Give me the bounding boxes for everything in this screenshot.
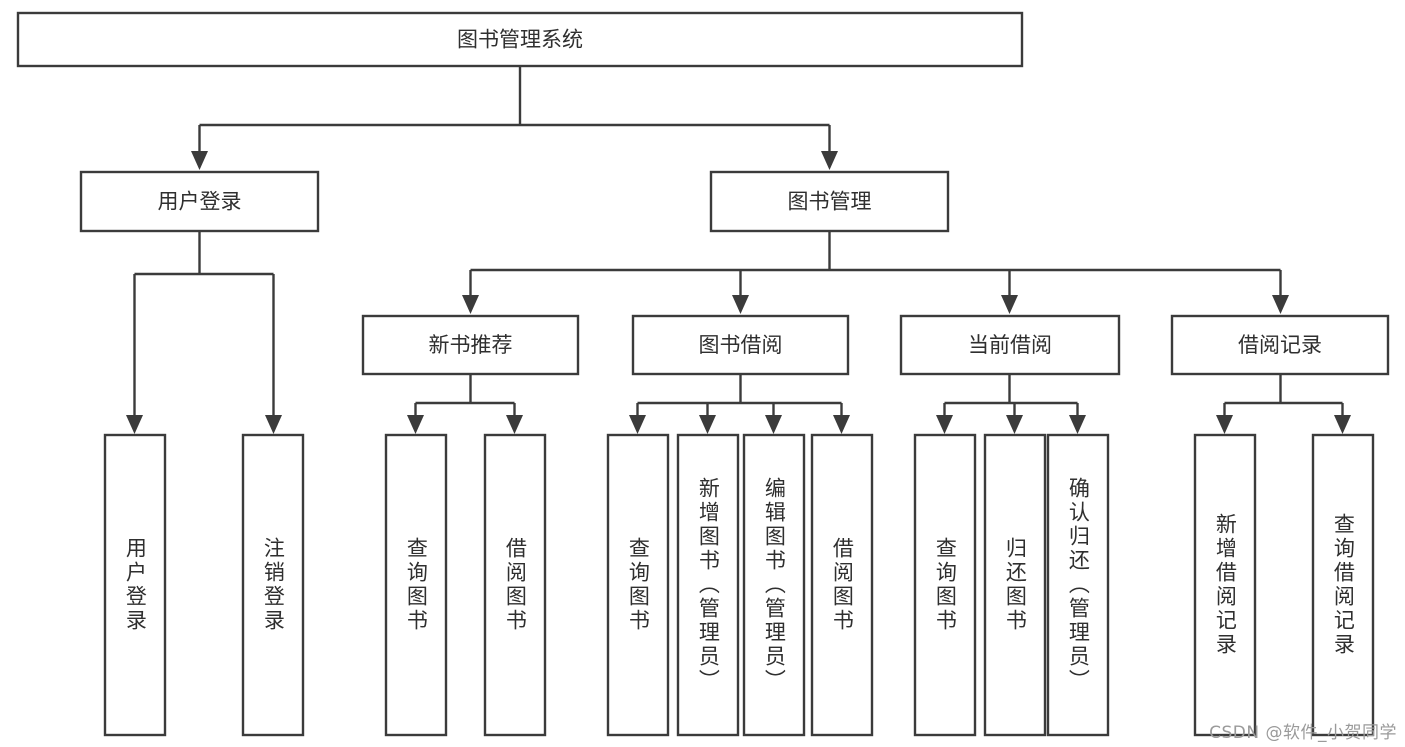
node-box-leaf-query-borrow-record[interactable] xyxy=(1311,433,1375,737)
arrow-head-icon xyxy=(699,415,716,434)
arrow-head-icon xyxy=(1069,415,1086,434)
node-box-book-manage[interactable] xyxy=(709,170,950,233)
node-label-borrow-record: 借阅记录 xyxy=(1238,333,1322,357)
arrow-head-icon xyxy=(629,415,646,434)
arrow-head-icon xyxy=(506,415,523,434)
arrow-head-icon xyxy=(1272,295,1289,314)
node-box-leaf-borrow-book[interactable] xyxy=(810,433,874,737)
arrow-head-icon xyxy=(1006,415,1023,434)
node-box-book-borrow[interactable] xyxy=(631,314,850,376)
arrow-head-icon xyxy=(821,151,838,170)
arrow-head-icon xyxy=(1216,415,1233,434)
node-box-new-book-recommend[interactable] xyxy=(361,314,580,376)
node-label-root: 图书管理系统 xyxy=(457,28,583,52)
node-boxes xyxy=(16,11,1390,737)
node-label-new-book-recommend: 新书推荐 xyxy=(429,333,513,357)
node-box-root[interactable] xyxy=(16,11,1024,68)
arrow-head-icon xyxy=(191,151,208,170)
arrow-head-icon xyxy=(732,295,749,314)
arrow-head-icon xyxy=(462,295,479,314)
arrow-head-icon xyxy=(1334,415,1351,434)
node-label-user-login: 用户登录 xyxy=(158,190,242,214)
node-box-leaf-logout-login[interactable] xyxy=(241,433,305,737)
arrow-head-icon xyxy=(1001,295,1018,314)
arrow-heads xyxy=(126,151,1351,434)
node-box-leaf-borrow-book-recommend[interactable] xyxy=(483,433,547,737)
arrow-head-icon xyxy=(833,415,850,434)
node-box-leaf-return-book[interactable] xyxy=(983,433,1047,737)
node-box-leaf-add-borrow-record[interactable] xyxy=(1193,433,1257,737)
node-label-book-borrow: 图书借阅 xyxy=(699,333,783,357)
node-box-leaf-edit-book-admin[interactable] xyxy=(742,433,806,737)
arrow-head-icon xyxy=(126,415,143,434)
arrow-head-icon xyxy=(265,415,282,434)
node-box-leaf-query-book-recommend[interactable] xyxy=(384,433,448,737)
node-box-borrow-record[interactable] xyxy=(1170,314,1390,376)
node-box-user-login[interactable] xyxy=(79,170,320,233)
arrow-head-icon xyxy=(407,415,424,434)
node-box-current-borrow[interactable] xyxy=(899,314,1121,376)
node-box-leaf-user-login[interactable] xyxy=(103,433,167,737)
node-label-current-borrow: 当前借阅 xyxy=(968,333,1052,357)
node-label-book-manage: 图书管理 xyxy=(788,190,872,214)
node-box-leaf-confirm-return-admin[interactable] xyxy=(1046,433,1110,737)
connector-lines xyxy=(133,66,1344,416)
arrow-head-icon xyxy=(936,415,953,434)
arrow-head-icon xyxy=(765,415,782,434)
node-box-leaf-add-book-admin[interactable] xyxy=(676,433,740,737)
node-box-leaf-query-book-borrow[interactable] xyxy=(606,433,670,737)
node-box-leaf-query-book-current[interactable] xyxy=(913,433,977,737)
csdn-watermark: CSDN @软件_小贺同学 xyxy=(1209,723,1397,743)
